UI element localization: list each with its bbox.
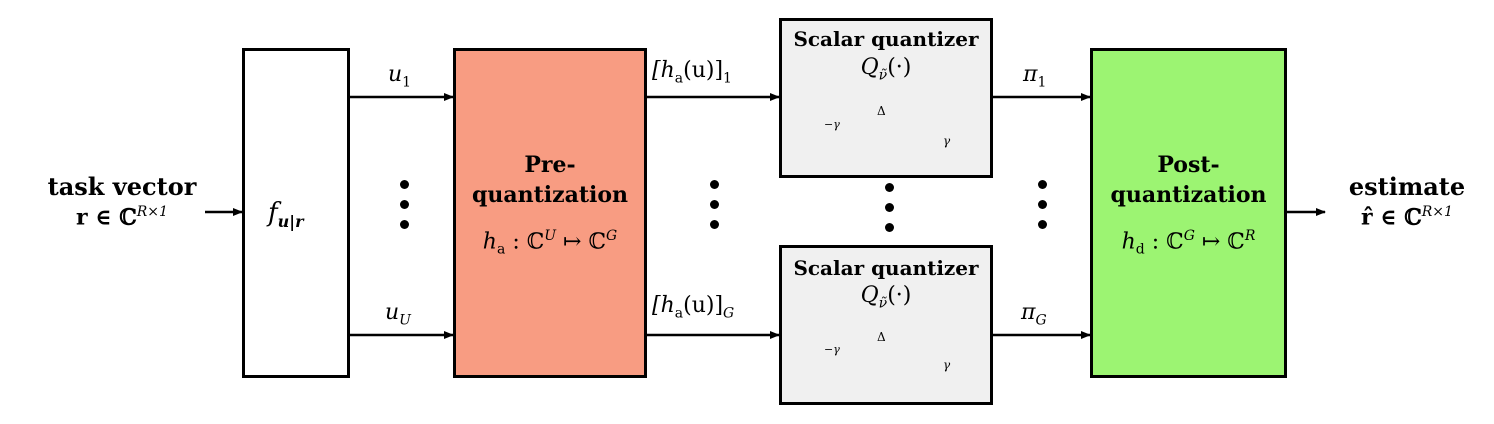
pre-mapping: ha : ℂU ↦ ℂG [453,228,647,258]
signal-h1-sub: a [674,70,684,87]
post-h-sub: d [1135,241,1145,258]
quantizer-title-1: Scalar quantizer [793,27,979,51]
pre-title-line2: quantization [471,182,629,208]
pre-title: Pre- quantization [453,150,647,210]
post-quantization-block [1090,48,1287,378]
signal-pi1: π1 [1023,62,1046,90]
signal-uU: uU [385,300,411,328]
ellipsis-dot [885,223,894,232]
signal-pi1-main: π [1023,62,1038,87]
pre-mid: ↦ ℂ [556,229,606,255]
signal-h1-main: [h [652,58,675,83]
pre-sup2: G [606,228,618,244]
pre-title-line1: Pre- [524,152,576,178]
quantizer-q-2: Qν̃(·) [779,283,993,311]
ellipsis-dot [400,200,409,209]
encoder-block [242,48,350,378]
signal-piG: πG [1021,300,1047,328]
signal-h1: [ha(u)]1 [652,58,732,86]
neg-gamma-label-1: −γ [824,118,840,131]
pre-quantization-block [453,48,647,378]
pre-sup1: U [544,228,557,244]
quantizer-q-sub-2: ν̃ [878,295,888,312]
encoder-f: f [268,198,278,228]
signal-hG-sub: a [674,305,684,322]
post-title-line2: quantization [1110,182,1267,208]
encoder-label: fu|r [268,198,304,231]
quantizer-q-arg-1: (·) [887,55,912,80]
signal-uU-main: u [385,300,400,325]
signal-hG-idx: G [723,305,735,322]
signal-pi1-sub: 1 [1037,74,1047,91]
quantizer-block-1 [779,18,993,178]
ellipsis-dot [885,203,894,212]
ellipsis-dot [1038,180,1047,189]
quantizer-title-2: Scalar quantizer [793,256,979,280]
pre-h: h [482,229,497,255]
signal-uU-sub: U [399,312,411,329]
quantizer-q-main-2: Q [860,283,879,308]
ellipsis-dot [1038,220,1047,229]
quantizer-block-2 [779,245,993,405]
post-sup2: R [1244,228,1256,244]
post-title: Post- quantization [1090,150,1287,210]
signal-u1-main: u [388,62,403,87]
pre-colon: : ℂ [505,229,545,255]
signal-hG: [ha(u)]G [652,293,734,321]
quantizer-q-sub-1: ν̃ [878,67,888,84]
post-h: h [1121,229,1136,255]
output-math-sup: R×1 [1421,204,1453,220]
delta-label-1: Δ [877,104,886,118]
signal-h1-idx: 1 [723,70,732,87]
gamma-label-2: γ [943,358,951,372]
ellipsis-dot [400,180,409,189]
output-title: estimate [1348,172,1466,201]
ellipsis-dot [710,180,719,189]
ellipsis-dot [400,220,409,229]
signal-hG-main: [h [652,293,675,318]
signal-piG-main: π [1021,300,1036,325]
ellipsis-dot [885,183,894,192]
signal-hG-rest: (u)] [683,293,724,318]
ellipsis-dot [1038,200,1047,209]
ellipsis-dot [710,220,719,229]
ellipsis-dot [710,200,719,209]
neg-gamma-label-2: −γ [824,343,840,356]
quantizer-q-main-1: Q [860,55,879,80]
quantizer-q-1: Qν̃(·) [779,55,993,83]
signal-u1-sub: 1 [402,74,412,91]
post-mapping: hd : ℂG ↦ ℂR [1090,228,1287,258]
post-title-line1: Post- [1157,152,1220,178]
signal-u1: u1 [388,62,411,90]
post-mid: ↦ ℂ [1194,229,1245,255]
input-math: r ∈ ℂR×1 [38,204,206,230]
pre-h-sub: a [496,241,506,258]
gamma-label-1: γ [943,134,951,148]
quantizer-q-arg-2: (·) [887,283,912,308]
post-sup1: G [1183,228,1195,244]
signal-piG-sub: G [1035,312,1047,329]
delta-label-2: Δ [877,330,886,344]
output-math: r̂ ∈ ℂR×1 [1328,204,1486,230]
signal-h1-rest: (u)] [683,58,724,83]
encoder-sub: u|r [277,212,304,232]
post-colon: : ℂ [1144,229,1184,255]
input-math-main: r ∈ ℂ [76,204,137,231]
output-math-main: r̂ ∈ ℂ [1361,204,1422,231]
input-math-sup: R×1 [136,204,168,220]
input-title: task vector [47,172,197,201]
